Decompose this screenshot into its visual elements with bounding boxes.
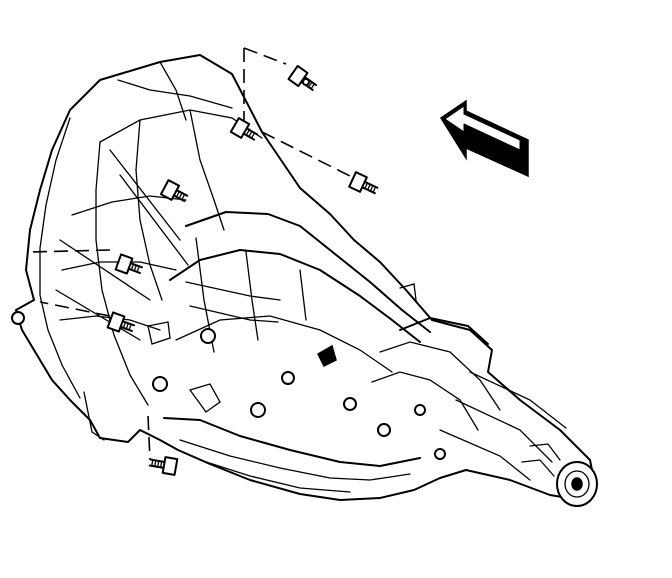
bolt-icon-5	[114, 253, 143, 275]
alignment-lines	[29, 47, 351, 461]
bolt-icon-2	[229, 117, 259, 141]
bolt-icon-3	[348, 171, 379, 195]
bolt-icon-6	[106, 311, 135, 333]
transmission-housing	[11, 54, 598, 507]
bolt-icon-7	[148, 456, 179, 476]
direction-arrow-icon	[439, 99, 529, 178]
bolt-icon-4	[159, 179, 189, 203]
bolt-icon-8	[302, 78, 310, 86]
